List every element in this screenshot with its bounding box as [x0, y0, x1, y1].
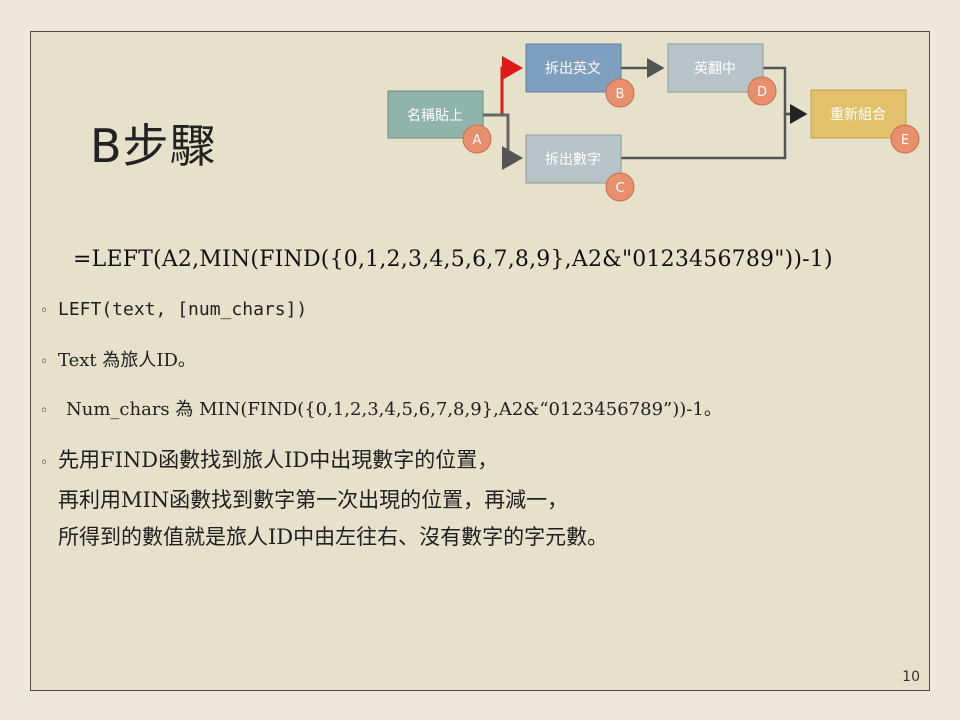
- bullet-syntax: ◦ LEFT(text, [num_chars]): [40, 298, 307, 320]
- flow-node-a: 名稱貼上 A: [387, 90, 492, 154]
- flow-node-badge: A: [473, 133, 482, 148]
- arrow-c-to-e: [621, 104, 808, 160]
- bullet-num-chars-desc: ◦ Num_chars 為 MIN(FIND({0,1,2,3,4,5,6,7,8…: [40, 395, 722, 421]
- bullet-marker: ◦: [40, 455, 49, 471]
- flow-node-badge: E: [901, 133, 909, 148]
- explanation-line-3: 所得到的數值就是旅人ID中由左往右、沒有數字的字元數。: [58, 525, 609, 549]
- bullet-marker: ◦: [40, 403, 49, 419]
- slide-title: B步驟: [90, 119, 217, 173]
- flow-node-b: 拆出英文 B: [525, 43, 635, 108]
- flow-node-label: 拆出數字: [545, 152, 601, 168]
- explanation-line-1: ◦先用FIND函數找到旅人ID中出現數字的位置，: [40, 442, 608, 482]
- bullet-explanation: ◦先用FIND函數找到旅人ID中出現數字的位置， 再利用MIN函數找到數字第一次…: [40, 442, 608, 556]
- flow-node-label: 拆出英文: [545, 60, 601, 77]
- flow-node-c: 拆出數字 C: [525, 134, 635, 202]
- bullet-marker: ◦: [40, 354, 49, 370]
- flow-node-label: 重新組合: [830, 107, 886, 123]
- arrow-a-to-b: [483, 56, 523, 117]
- flow-node-d: 英翻中 D: [667, 43, 777, 106]
- arrow-a-to-c: [483, 113, 523, 170]
- bullet-text-desc: ◦ Text 為旅人ID。: [40, 346, 196, 372]
- flow-node-badge: C: [615, 181, 624, 196]
- flow-node-label: 英翻中: [694, 60, 736, 77]
- formula-text: =LEFT(A2,MIN(FIND({0,1,2,3,4,5,6,7,8,9},…: [73, 247, 833, 272]
- explanation-line-2: 再利用MIN函數找到數字第一次出現的位置，再減一，: [58, 488, 569, 512]
- bullet-marker: ◦: [40, 303, 49, 319]
- num-chars-desc: Num_chars 為 MIN(FIND({0,1,2,3,4,5,6,7,8,…: [66, 399, 722, 420]
- syntax-text: LEFT(text, [num_chars]): [58, 299, 308, 320]
- flow-node-label: 名稱貼上: [407, 108, 463, 124]
- flowchart: 名稱貼上 A 拆出英文 B 英翻中 D 拆出數字 C 重新組合 E: [387, 43, 920, 202]
- page-number: 10: [902, 669, 920, 685]
- flow-node-e: 重新組合 E: [810, 89, 920, 154]
- text-desc: Text 為旅人ID。: [58, 350, 196, 371]
- flow-node-badge: D: [757, 85, 767, 100]
- flow-node-badge: B: [616, 87, 625, 102]
